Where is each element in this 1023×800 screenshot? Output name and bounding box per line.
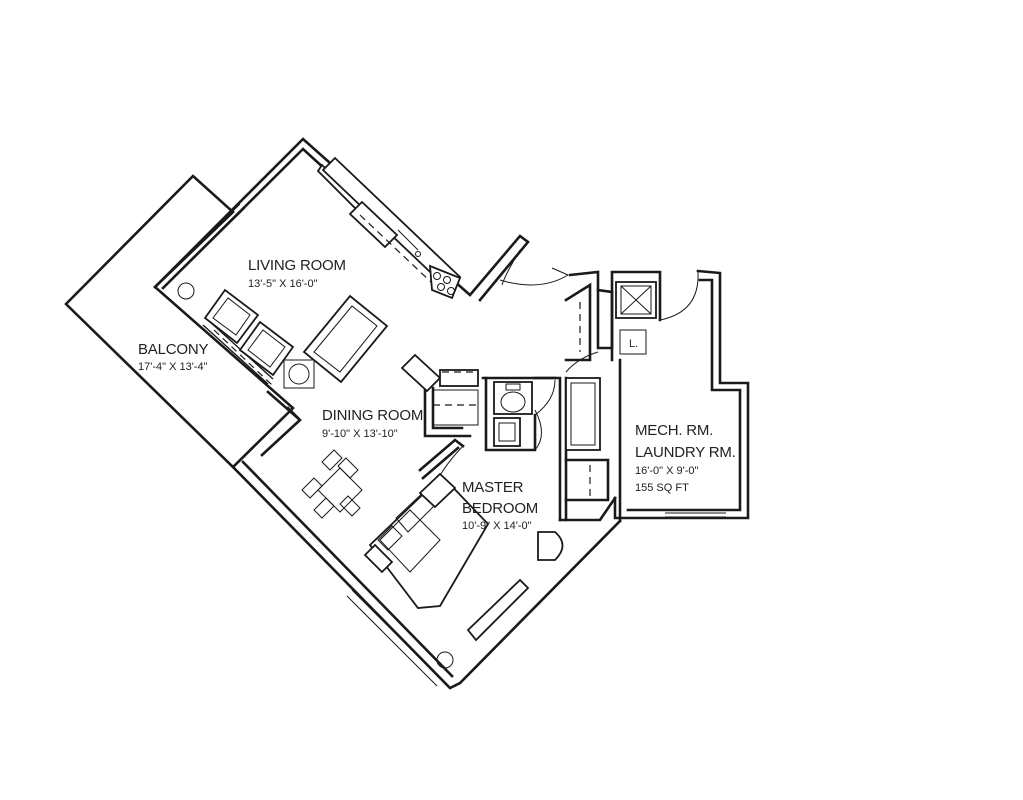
balcony [64,174,295,469]
dining-room-label: DINING ROOM [322,407,423,424]
mech-room-size: 16'-0" X 9'-0" [635,465,698,477]
dining-furniture [301,389,479,519]
laundry-fixtures [615,281,657,355]
mech-room-area: 155 SQ FT [635,482,689,494]
laundry-mark: L. [629,338,638,350]
closet-shelves [442,371,591,498]
laundry-room-label: LAUNDRY RM. [635,444,736,461]
living-room-label: LIVING ROOM [248,257,346,274]
dining-room-size: 9'-10" X 13'-10" [322,428,398,440]
balcony-label: BALCONY [138,341,208,358]
living-furniture [177,282,479,393]
bathroom-fixtures [493,302,601,451]
windows [174,203,726,687]
living-room-size: 13'-5" X 16'-0" [248,278,318,290]
balcony-size: 17'-4" X 13'-4" [138,361,208,373]
mech-room-label: MECH. RM. [635,422,713,439]
bedroom-size: 10'-9" X 14'-0" [462,520,532,532]
exterior-walls [153,137,750,690]
bedroom-furniture [363,472,564,669]
bedroom-label-line1: MASTER [462,479,524,496]
bedroom-label-line2: BEDROOM [462,500,538,517]
kitchen-counter [316,156,462,300]
door-swings [431,249,699,493]
